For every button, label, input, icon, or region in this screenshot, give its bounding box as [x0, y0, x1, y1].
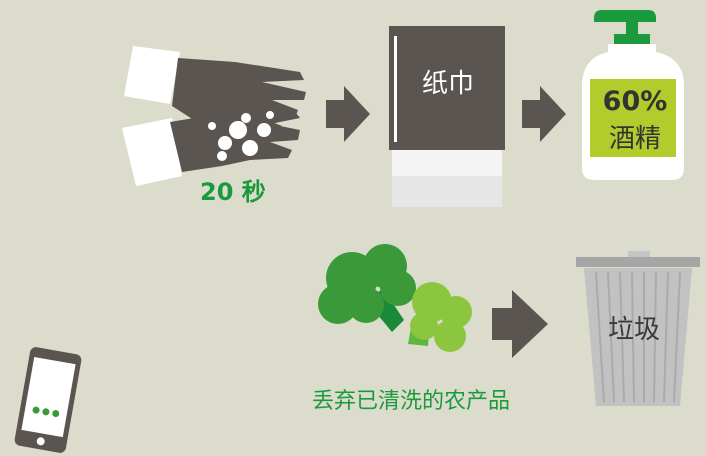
tissue-box-icon: [389, 26, 505, 207]
trash-label: 垃圾: [608, 315, 661, 345]
broccoli-icon: [318, 244, 472, 352]
alcohol-label: 酒精: [608, 124, 661, 154]
discard-caption: 丢弃已清洗的农产品: [312, 389, 511, 414]
washing-hands-icon: [122, 46, 306, 186]
arrow-right-icon: [326, 86, 370, 142]
tissue-label: 纸巾: [422, 69, 475, 99]
trash-can-icon: [576, 251, 700, 406]
sanitizer-bottle-icon: [582, 10, 684, 180]
smartphone-icon: [14, 347, 82, 453]
arrow-right-icon: [522, 86, 566, 142]
arrow-right-icon: [492, 290, 548, 358]
alcohol-percent-label: 60%: [602, 86, 668, 117]
wash-duration-label: 20 秒: [200, 178, 266, 206]
